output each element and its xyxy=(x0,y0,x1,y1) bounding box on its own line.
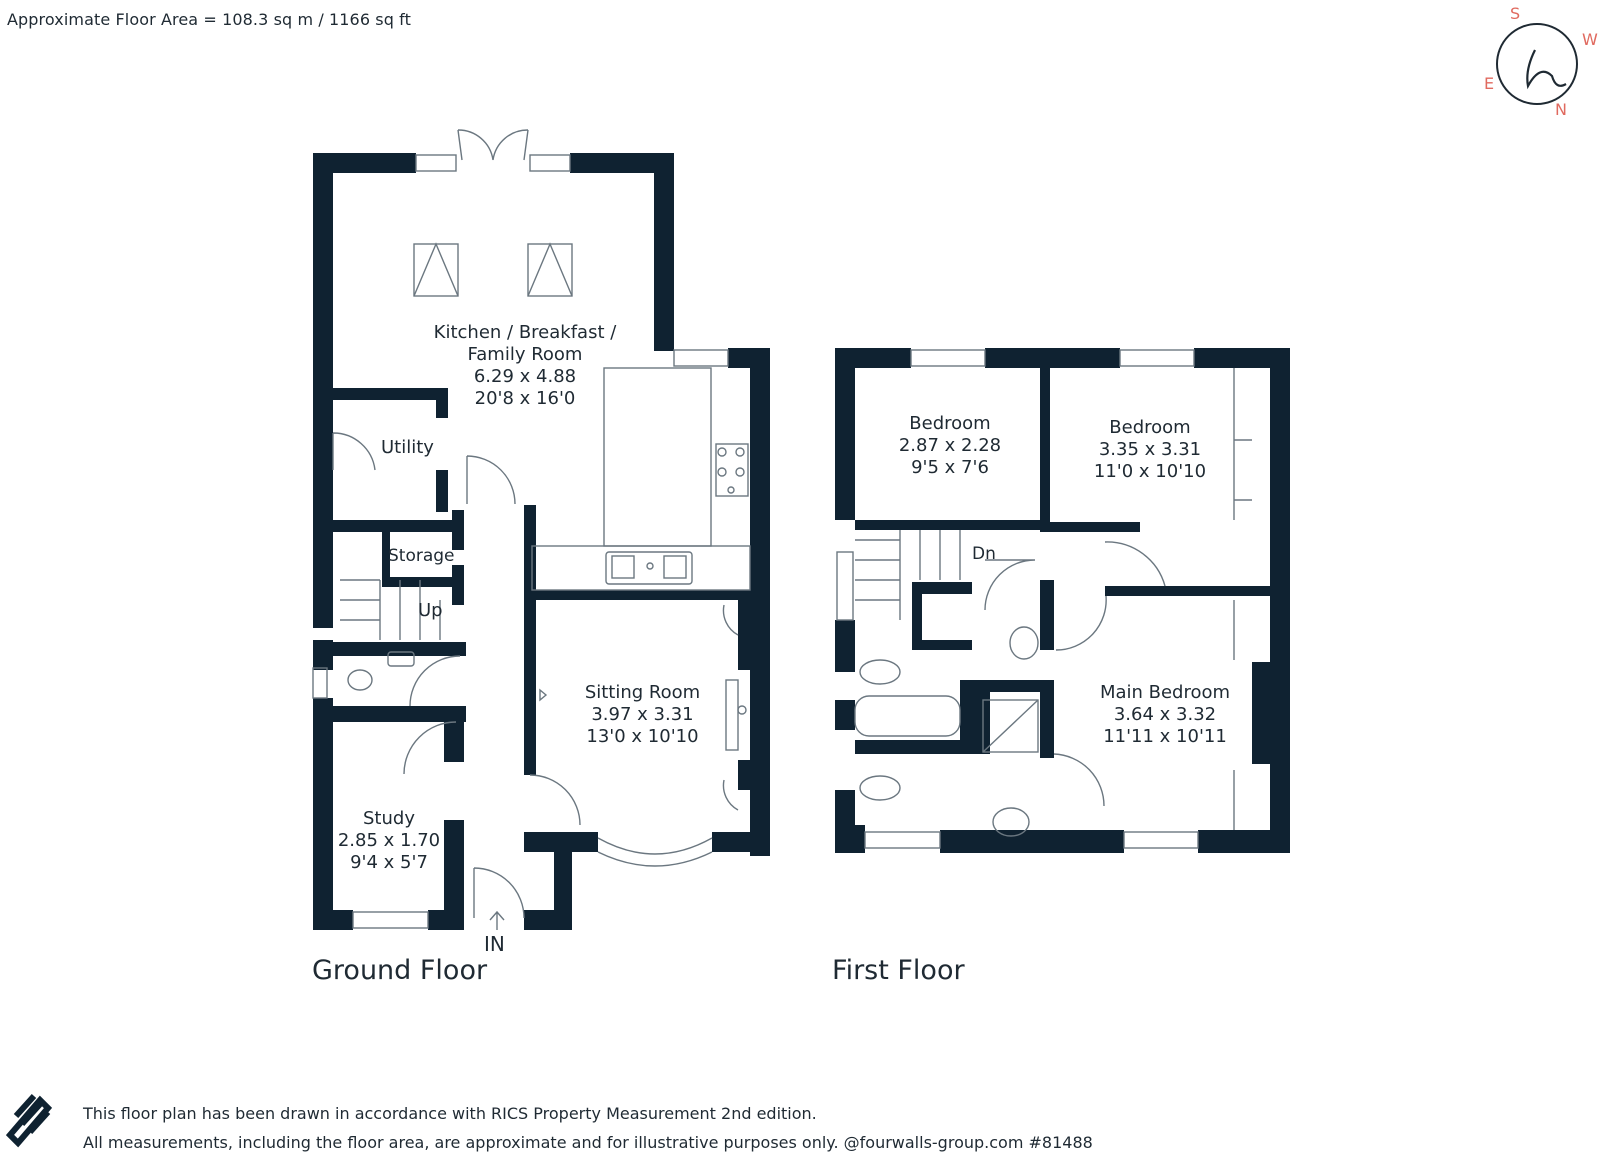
signature-h-icon xyxy=(1526,49,1567,90)
compass-badge xyxy=(1496,23,1578,105)
room-sitting-metric: 3.97 x 3.31 xyxy=(591,704,694,725)
room-study-label: Study 2.85 x 1.70 9'4 x 5'7 xyxy=(330,808,448,874)
first-floor-title: First Floor xyxy=(832,955,965,986)
first-floor-fixtures xyxy=(836,349,1252,849)
floor-area-text: Approximate Floor Area = 108.3 sq m / 11… xyxy=(7,10,412,29)
room-main-bedroom-name: Main Bedroom xyxy=(1099,682,1231,703)
room-study-name: Study xyxy=(363,808,415,829)
room-bedroom-2-metric: 2.87 x 2.28 xyxy=(898,435,1002,456)
ground-floor-walls xyxy=(313,153,770,930)
room-main-bedroom-imperial: 11'11 x 10'11 xyxy=(1103,726,1227,747)
room-bedroom-2-label: Bedroom 2.87 x 2.28 9'5 x 7'6 xyxy=(870,413,1030,479)
room-sitting-name: Sitting Room xyxy=(584,682,701,703)
compass-letter-w: W xyxy=(1582,30,1598,49)
footer-disclaimer: All measurements, including the floor ar… xyxy=(83,1133,1093,1152)
room-bedroom-3-label: Bedroom 3.35 x 3.31 11'0 x 10'10 xyxy=(1065,417,1235,483)
room-kitchen-name-2: Family Room xyxy=(467,344,583,365)
room-bedroom-3-name: Bedroom xyxy=(1109,417,1191,438)
room-sitting-imperial: 13'0 x 10'10 xyxy=(586,726,699,747)
compass-letter-s: S xyxy=(1510,4,1521,23)
fourwalls-logo-icon xyxy=(5,1093,53,1148)
compass-letter-n: N xyxy=(1555,100,1567,119)
room-study-imperial: 9'4 x 5'7 xyxy=(350,852,428,873)
compass-letter-e: E xyxy=(1484,74,1495,93)
ground-floor-fixtures xyxy=(312,129,751,930)
room-bedroom-2-name: Bedroom xyxy=(909,413,991,434)
entrance-label: IN xyxy=(484,932,505,956)
first-floor-walls xyxy=(835,348,1290,853)
room-utility-label: Utility xyxy=(381,437,434,458)
room-kitchen-metric: 6.29 x 4.88 xyxy=(473,366,577,387)
room-main-bedroom-label: Main Bedroom 3.64 x 3.32 11'11 x 10'11 xyxy=(1080,682,1250,748)
room-kitchen-name-1: Kitchen / Breakfast / xyxy=(433,322,617,343)
footer-rics-note: This floor plan has been drawn in accord… xyxy=(83,1104,817,1123)
room-study-metric: 2.85 x 1.70 xyxy=(337,830,441,851)
room-bedroom-3-metric: 3.35 x 3.31 xyxy=(1098,439,1202,460)
room-kitchen-imperial: 20'8 x 16'0 xyxy=(474,388,576,409)
room-sitting-label: Sitting Room 3.97 x 3.31 13'0 x 10'10 xyxy=(540,682,745,748)
stairs-down-label: Dn xyxy=(972,544,996,564)
room-bedroom-3-imperial: 11'0 x 10'10 xyxy=(1093,461,1207,482)
ground-floor-title: Ground Floor xyxy=(312,955,488,986)
room-main-bedroom-metric: 3.64 x 3.32 xyxy=(1113,704,1217,725)
compass-circle xyxy=(1496,23,1578,105)
room-storage-label: Storage xyxy=(388,546,455,566)
stairs-up-label: Up xyxy=(418,600,443,621)
room-bedroom-2-imperial: 9'5 x 7'6 xyxy=(911,457,989,478)
room-kitchen-label: Kitchen / Breakfast / Family Room 6.29 x… xyxy=(400,322,650,410)
